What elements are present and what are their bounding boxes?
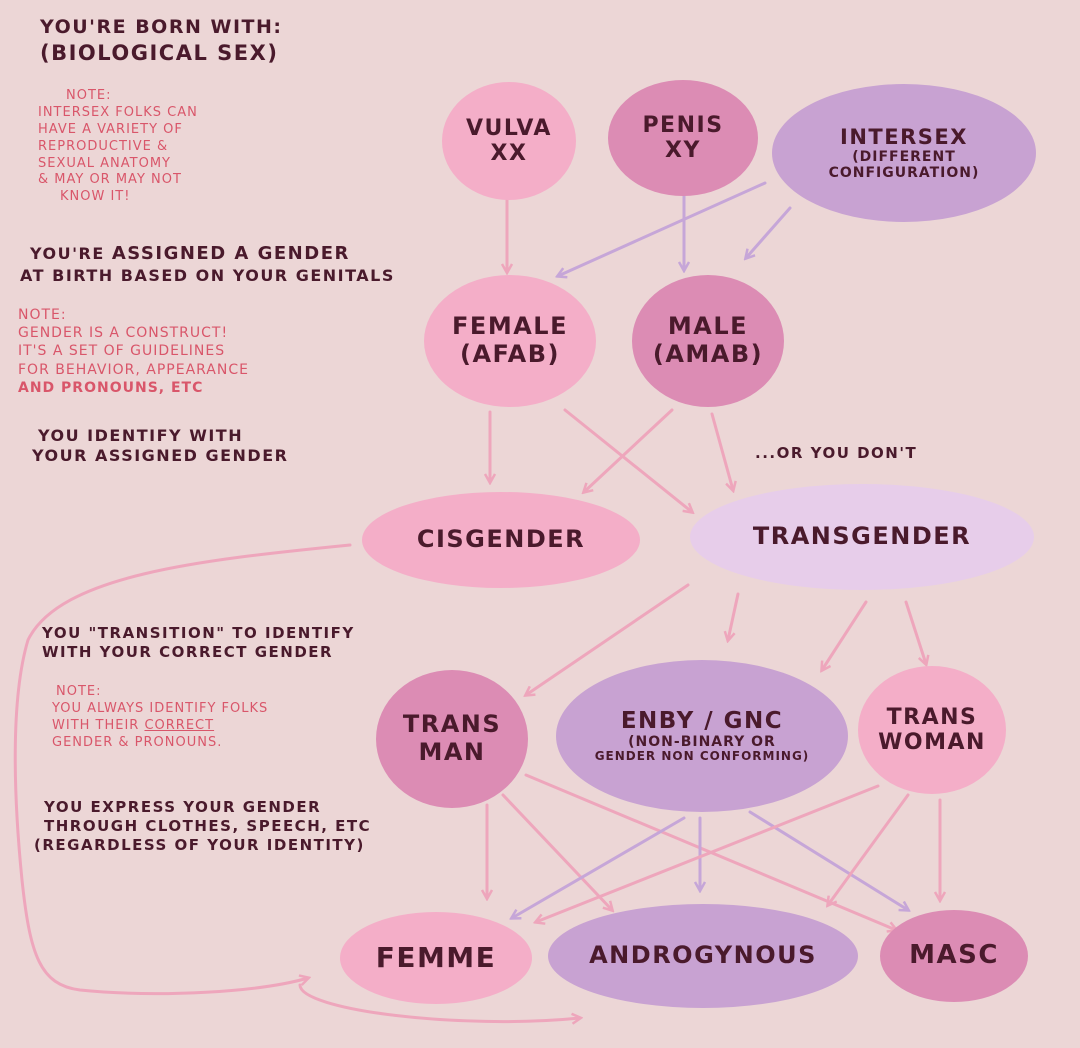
node-trans-woman-l1: Trans bbox=[886, 704, 978, 730]
node-female-l1: Female bbox=[452, 312, 568, 341]
intersex-note-l4: reproductive & bbox=[38, 138, 169, 154]
assigned-l1b: assigned a gender bbox=[111, 243, 350, 264]
identify-text: You identify with your assigned gender bbox=[32, 426, 288, 466]
node-penis: Penis XY bbox=[608, 80, 758, 196]
correct-note-l3a: with their bbox=[52, 717, 145, 733]
node-vulva: Vulva XX bbox=[442, 82, 576, 200]
node-penis-l2: XY bbox=[665, 138, 701, 163]
node-trans-woman: Trans Woman bbox=[858, 666, 1006, 794]
identify-l1: You identify with bbox=[38, 426, 244, 445]
arrow-enby-femme bbox=[512, 816, 686, 918]
node-male: Male (AMAB) bbox=[632, 275, 784, 407]
node-cisgender: Cisgender bbox=[362, 492, 640, 588]
node-enby-l1: Enby / GNC bbox=[620, 707, 784, 734]
arrow-intersex-female bbox=[558, 181, 767, 276]
intersex-note-l6: & may or may not bbox=[38, 172, 182, 188]
node-femme: Femme bbox=[340, 912, 532, 1004]
node-female: Female (AFAB) bbox=[424, 275, 596, 407]
arrow-transman-androgynous bbox=[501, 793, 612, 910]
correct-note-l3b: correct bbox=[144, 717, 215, 733]
born-with-heading: You're born with: (Biological sex) bbox=[40, 16, 282, 66]
node-male-l2: (AMAB) bbox=[652, 340, 764, 368]
node-enby-l2: (non-binary or bbox=[628, 734, 776, 751]
arrow-transgender-transman bbox=[526, 583, 690, 695]
node-androgynous: Androgynous bbox=[548, 904, 858, 1008]
correct-note-l2: You always identify folks bbox=[52, 700, 269, 716]
arrow-enby-masc bbox=[748, 810, 908, 910]
node-trans-man-l1: Trans bbox=[402, 710, 502, 739]
arrow-male-transgender bbox=[710, 412, 733, 490]
gender-note-l2: Gender is a construct! bbox=[18, 325, 229, 342]
node-trans-man: Trans Man bbox=[376, 670, 528, 808]
or-you-dont-text: ...or you don't bbox=[755, 444, 918, 462]
gender-note-l3: It's a set of guidelines bbox=[18, 343, 226, 360]
intersex-note-l2: Intersex folks can bbox=[38, 104, 198, 120]
transition-l2: with your correct gender bbox=[42, 642, 334, 661]
arrow-intersex-male bbox=[746, 206, 792, 258]
express-text: You express your gender through clothes,… bbox=[34, 798, 371, 854]
express-l2: through clothes, speech, etc bbox=[44, 816, 372, 835]
correct-note-l3: with their correct bbox=[52, 718, 268, 735]
correct-note-l1: Note: bbox=[56, 684, 102, 699]
assigned-l1a: You're bbox=[30, 244, 112, 263]
assigned-line2: at birth based on your genitals bbox=[20, 265, 395, 285]
correct-note-l4: gender & pronouns. bbox=[52, 734, 223, 750]
node-intersex: Intersex (different configuration) bbox=[772, 84, 1036, 222]
gender-note-l4: for behavior, appearance bbox=[18, 361, 249, 378]
born-with-line1: You're born with: bbox=[40, 16, 283, 38]
node-vulva-l1: Vulva bbox=[466, 115, 552, 141]
express-l3: (regardless of your identity) bbox=[34, 835, 365, 854]
arrow-transgender-enby-2 bbox=[822, 600, 868, 670]
node-intersex-l3: configuration) bbox=[828, 165, 980, 182]
identify-l2: your assigned gender bbox=[32, 446, 289, 465]
intersex-note-l7: know it! bbox=[60, 189, 131, 205]
arrow-transwoman-androgynous bbox=[828, 793, 910, 905]
assigned-line1: You're assigned a gender bbox=[20, 243, 395, 266]
intersex-note-l3: have a variety of bbox=[38, 121, 183, 137]
node-penis-l1: Penis bbox=[642, 112, 724, 138]
node-transgender: Transgender bbox=[690, 484, 1034, 590]
node-male-l1: Male bbox=[667, 312, 749, 341]
arrow-transgender-transwoman bbox=[904, 600, 926, 664]
node-intersex-l1: Intersex bbox=[840, 124, 968, 149]
node-intersex-l2: (different bbox=[852, 148, 956, 165]
arrow-female-transgender bbox=[563, 408, 692, 512]
gender-note: Note: Gender is a construct! It's a set … bbox=[18, 306, 249, 397]
gender-note-l1: Note: bbox=[18, 307, 67, 323]
arrow-cisgender-loop bbox=[13, 543, 352, 996]
node-trans-woman-l2: Woman bbox=[878, 730, 986, 755]
node-enby: Enby / GNC (non-binary or gender non con… bbox=[556, 660, 848, 812]
correct-note: Note: You always identify folks with the… bbox=[52, 684, 268, 752]
arrow-transwoman-femme bbox=[536, 784, 880, 922]
transition-l1: You "transition" to identify bbox=[42, 624, 355, 642]
assigned-text: You're assigned a gender at birth based … bbox=[20, 243, 395, 286]
node-vulva-l2: XX bbox=[490, 141, 528, 166]
arrow-male-cisgender bbox=[584, 408, 674, 492]
arrow-transgender-enby-1 bbox=[728, 592, 740, 640]
node-trans-man-l2: Man bbox=[418, 738, 486, 766]
arrow-bottom-loop bbox=[298, 983, 580, 1022]
intersex-note: Note: Intersex folks can have a variety … bbox=[38, 88, 198, 206]
node-enby-l3: gender non conforming) bbox=[594, 749, 810, 764]
gender-note-l5: and pronouns, etc bbox=[18, 379, 204, 396]
born-with-line2: (Biological sex) bbox=[40, 40, 279, 65]
node-masc: Masc bbox=[880, 910, 1028, 1002]
express-l1: You express your gender bbox=[44, 798, 322, 816]
intersex-note-l5: sexual anatomy bbox=[38, 155, 171, 171]
node-female-l2: (AFAB) bbox=[459, 340, 561, 368]
transition-text: You "transition" to identify with your c… bbox=[42, 624, 355, 662]
intersex-note-l1: Note: bbox=[66, 88, 112, 103]
